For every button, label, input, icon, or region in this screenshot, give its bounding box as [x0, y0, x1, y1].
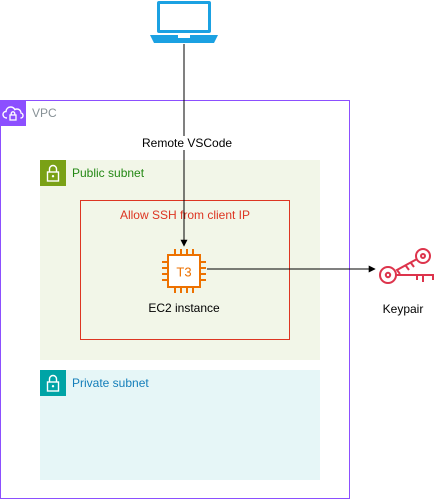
ec2-chip-text: T3: [176, 265, 191, 280]
private-subnet-label: Private subnet: [72, 376, 149, 390]
security-group-box: [80, 200, 290, 340]
keypair-label: Keypair: [382, 302, 424, 316]
private-subnet-group: [40, 370, 320, 480]
vpc-group: [0, 100, 350, 499]
connector-label: Remote VSCode: [140, 136, 235, 150]
padlock-icon: [40, 370, 66, 396]
vpc-label: VPC: [32, 106, 57, 120]
public-subnet-label: Public subnet: [72, 166, 145, 180]
ec2-instance-label: EC2 instance: [148, 301, 220, 315]
keys-icon: [379, 248, 434, 284]
vpc-cloud-lock-icon: [0, 100, 26, 126]
laptop-icon: [150, 1, 218, 43]
security-group-label: Allow SSH from client IP: [119, 208, 251, 222]
ec2-t3-chip-icon: T3: [162, 249, 206, 293]
padlock-icon: [40, 160, 66, 186]
